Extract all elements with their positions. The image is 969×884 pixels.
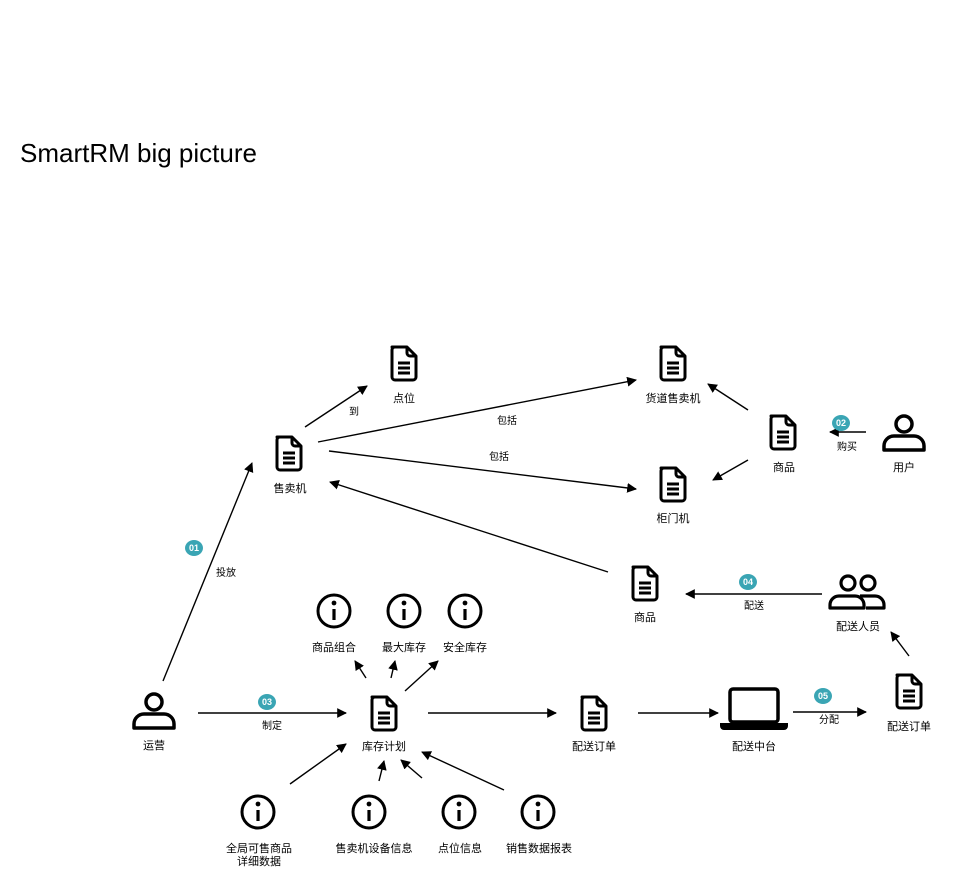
edge-vending-to-lane-vending xyxy=(317,376,637,443)
edge-label-place: 投放 xyxy=(216,566,236,579)
node-global-sellable: 全局可售商品 详细数据 xyxy=(226,794,292,868)
node-cabinet: 柜门机 xyxy=(657,466,690,525)
badge-03: 03 xyxy=(258,694,276,710)
node-label: 最大库存 xyxy=(382,640,426,654)
node-label: 售卖机设备信息 xyxy=(336,841,413,855)
document-icon xyxy=(659,345,687,382)
edge-global-to-plan xyxy=(289,743,347,785)
edge-label-includes-1: 包括 xyxy=(497,414,517,427)
node-max-inventory: 最大库存 xyxy=(382,593,426,654)
page-title: SmartRM big picture xyxy=(20,138,257,168)
node-label: 货道售卖机 xyxy=(646,391,701,405)
document-icon xyxy=(390,345,418,382)
user-icon xyxy=(882,414,926,452)
node-label: 库存计划 xyxy=(362,739,406,753)
node-label: 点位信息 xyxy=(438,841,482,855)
node-product-mid: 商品 xyxy=(631,565,659,624)
node-label: 配送订单 xyxy=(572,739,616,753)
svg-text:04: 04 xyxy=(743,577,753,587)
edges xyxy=(162,376,910,791)
node-sales-report: 销售数据报表 xyxy=(506,794,572,855)
user-icon xyxy=(132,692,176,730)
node-label: 售卖机 xyxy=(274,481,307,495)
edge-plan-to-product-combo xyxy=(354,660,367,679)
node-label: 安全库存 xyxy=(443,640,487,654)
node-product-combo: 商品组合 xyxy=(312,593,356,654)
node-inventory-plan: 库存计划 xyxy=(362,695,406,753)
edge-sales-to-plan xyxy=(421,751,505,791)
edge-vending-to-location xyxy=(304,385,368,428)
node-label: 销售数据报表 xyxy=(506,841,572,855)
node-operations: 运营 xyxy=(132,692,176,752)
node-safety-inventory: 安全库存 xyxy=(443,593,487,654)
info-icon xyxy=(520,794,556,830)
edge-vending-to-cabinet xyxy=(328,450,637,493)
node-label: 配送中台 xyxy=(732,739,776,753)
edge-product-to-lane-vending xyxy=(707,383,749,411)
edge-product-mid-to-vending xyxy=(329,480,609,573)
info-icon xyxy=(240,794,276,830)
node-label: 点位 xyxy=(393,391,415,405)
edge-product-to-cabinet xyxy=(712,459,749,481)
node-label-line2: 详细数据 xyxy=(237,854,281,868)
edge-label-assign: 分配 xyxy=(819,714,839,726)
node-vending-machine: 售卖机 xyxy=(274,435,307,495)
node-delivery-staff: 配送人员 xyxy=(828,574,886,633)
info-icon xyxy=(441,794,477,830)
edge-label-to: 到 xyxy=(349,406,359,418)
edge-plan-to-safety-inventory xyxy=(404,660,439,692)
document-icon xyxy=(895,673,923,710)
info-icon xyxy=(386,593,422,629)
document-icon xyxy=(275,435,303,472)
node-label: 商品组合 xyxy=(312,640,356,654)
edge-label-deliver: 配送 xyxy=(744,599,764,612)
badge-01: 01 xyxy=(185,540,203,556)
edge-label-includes-2: 包括 xyxy=(489,450,509,463)
node-delivery-order-right: 配送订单 xyxy=(887,673,931,733)
node-label: 商品 xyxy=(634,610,656,624)
badge-04: 04 xyxy=(739,574,757,590)
node-label: 配送人员 xyxy=(836,619,880,633)
edge-plan-to-max-inventory xyxy=(388,660,398,679)
document-icon xyxy=(370,695,398,732)
document-icon xyxy=(631,565,659,602)
group-icon xyxy=(828,574,886,610)
node-machine-device-info: 售卖机设备信息 xyxy=(336,794,413,855)
edge-label-purchase: 购买 xyxy=(837,440,857,453)
edge-order-right-to-staff xyxy=(890,631,910,657)
edge-location-info-to-plan xyxy=(400,759,423,779)
node-label: 运营 xyxy=(143,738,165,752)
document-icon xyxy=(769,414,797,451)
svg-text:05: 05 xyxy=(818,691,828,701)
node-delivery-center: 配送中台 xyxy=(718,687,790,753)
edge-label-formulate: 制定 xyxy=(262,719,282,732)
node-label: 用户 xyxy=(893,460,915,474)
document-icon xyxy=(659,466,687,503)
badge-02: 02 xyxy=(832,415,850,431)
laptop-icon xyxy=(718,687,790,732)
info-icon xyxy=(316,593,352,629)
edge-operations-to-vending xyxy=(162,462,254,682)
info-icon xyxy=(447,593,483,629)
node-lane-vending: 货道售卖机 xyxy=(646,345,701,405)
node-label: 商品 xyxy=(773,460,795,474)
document-icon xyxy=(580,695,608,732)
node-label-line1: 全局可售商品 xyxy=(226,841,292,855)
edge-device-to-plan xyxy=(377,760,387,782)
node-location-info: 点位信息 xyxy=(438,794,482,855)
svg-text:01: 01 xyxy=(189,543,199,553)
badge-05: 05 xyxy=(814,688,832,704)
svg-text:03: 03 xyxy=(262,697,272,707)
node-user: 用户 xyxy=(882,414,926,474)
node-label: 柜门机 xyxy=(657,511,690,525)
node-product-top: 商品 xyxy=(769,414,797,474)
svg-text:02: 02 xyxy=(836,418,846,428)
node-delivery-order: 配送订单 xyxy=(572,695,616,753)
info-icon xyxy=(351,794,387,830)
node-location: 点位 xyxy=(390,345,418,405)
node-label: 配送订单 xyxy=(887,719,931,733)
